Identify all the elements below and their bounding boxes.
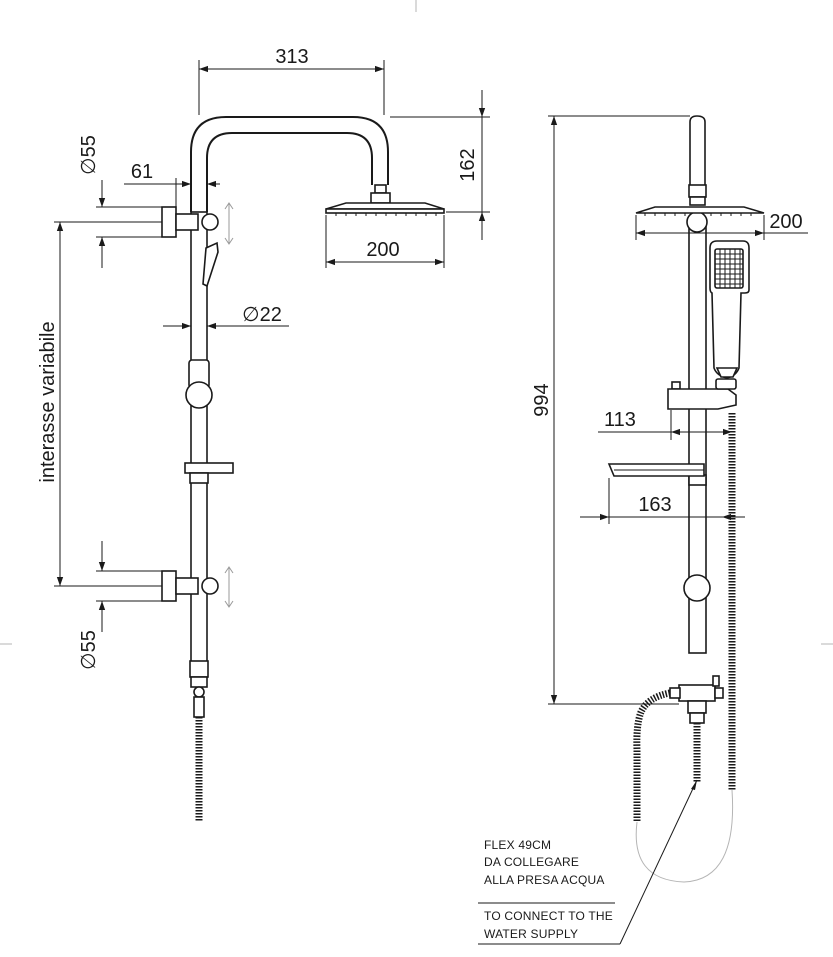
nozzle-grid bbox=[715, 249, 743, 288]
dim-head-right-label: 200 bbox=[769, 211, 802, 233]
dim-width-label: 313 bbox=[275, 46, 308, 68]
sheet-ticks bbox=[0, 0, 833, 645]
dim-depth-1: 113 bbox=[598, 409, 732, 440]
dim-total-height-label: 994 bbox=[531, 383, 553, 416]
dim-offset: 61 bbox=[124, 161, 220, 207]
note-line-4: TO CONNECT TO THE bbox=[484, 909, 613, 923]
riser-tube bbox=[184, 211, 234, 688]
right-riser bbox=[683, 115, 711, 654]
note-line-1: FLEX 49CM bbox=[484, 838, 551, 852]
dim-head-left: 200 bbox=[325, 215, 445, 268]
note-line-5: WATER SUPPLY bbox=[484, 927, 578, 941]
note-line-3: ALLA PRESA ACQUA bbox=[484, 873, 605, 887]
right-shower-head bbox=[635, 206, 765, 216]
dim-height: 162 bbox=[390, 90, 490, 240]
dim-bracket-top: ∅55 bbox=[78, 135, 162, 268]
diverter-lever bbox=[202, 241, 219, 288]
dim-variable-spacing-label: interasse variabile bbox=[37, 321, 59, 482]
note-callout: FLEX 49CM DA COLLEGARE ALLA PRESA ACQUA … bbox=[478, 779, 698, 945]
slider-holder bbox=[667, 378, 737, 410]
dim-offset-label: 61 bbox=[131, 161, 153, 183]
dim-head-right: 200 bbox=[635, 211, 808, 240]
dim-tube: ∅22 bbox=[163, 304, 289, 330]
soap-shelf bbox=[607, 463, 705, 477]
dim-depth-2-label: 163 bbox=[638, 494, 671, 516]
left-hose bbox=[193, 686, 205, 822]
dim-height-label: 162 bbox=[457, 148, 479, 181]
hoses bbox=[633, 413, 736, 883]
dim-depth-1-label: 113 bbox=[604, 409, 636, 431]
dim-variable-spacing: interasse variabile bbox=[37, 221, 162, 587]
dim-bracket-bottom: ∅55 bbox=[78, 541, 162, 670]
dim-bracket-bottom-label: ∅55 bbox=[78, 630, 100, 670]
right-view: 994 200 113 163 bbox=[478, 115, 808, 945]
dim-total-height: 994 bbox=[531, 115, 690, 705]
hand-shower bbox=[709, 240, 750, 379]
note-line-2: DA COLLEGARE bbox=[484, 855, 579, 869]
left-view: 313 162 200 61 bbox=[37, 46, 490, 822]
dim-depth-2: 163 bbox=[580, 478, 745, 524]
dim-width: 313 bbox=[198, 46, 385, 115]
overhead-arm bbox=[190, 116, 391, 212]
dim-head-left-label: 200 bbox=[366, 239, 399, 261]
bottom-connector bbox=[669, 675, 724, 724]
shower-head bbox=[325, 202, 445, 216]
wall-bracket-bottom bbox=[161, 566, 234, 608]
dim-tube-label: ∅22 bbox=[242, 304, 282, 326]
dim-bracket-top-label: ∅55 bbox=[78, 135, 100, 175]
